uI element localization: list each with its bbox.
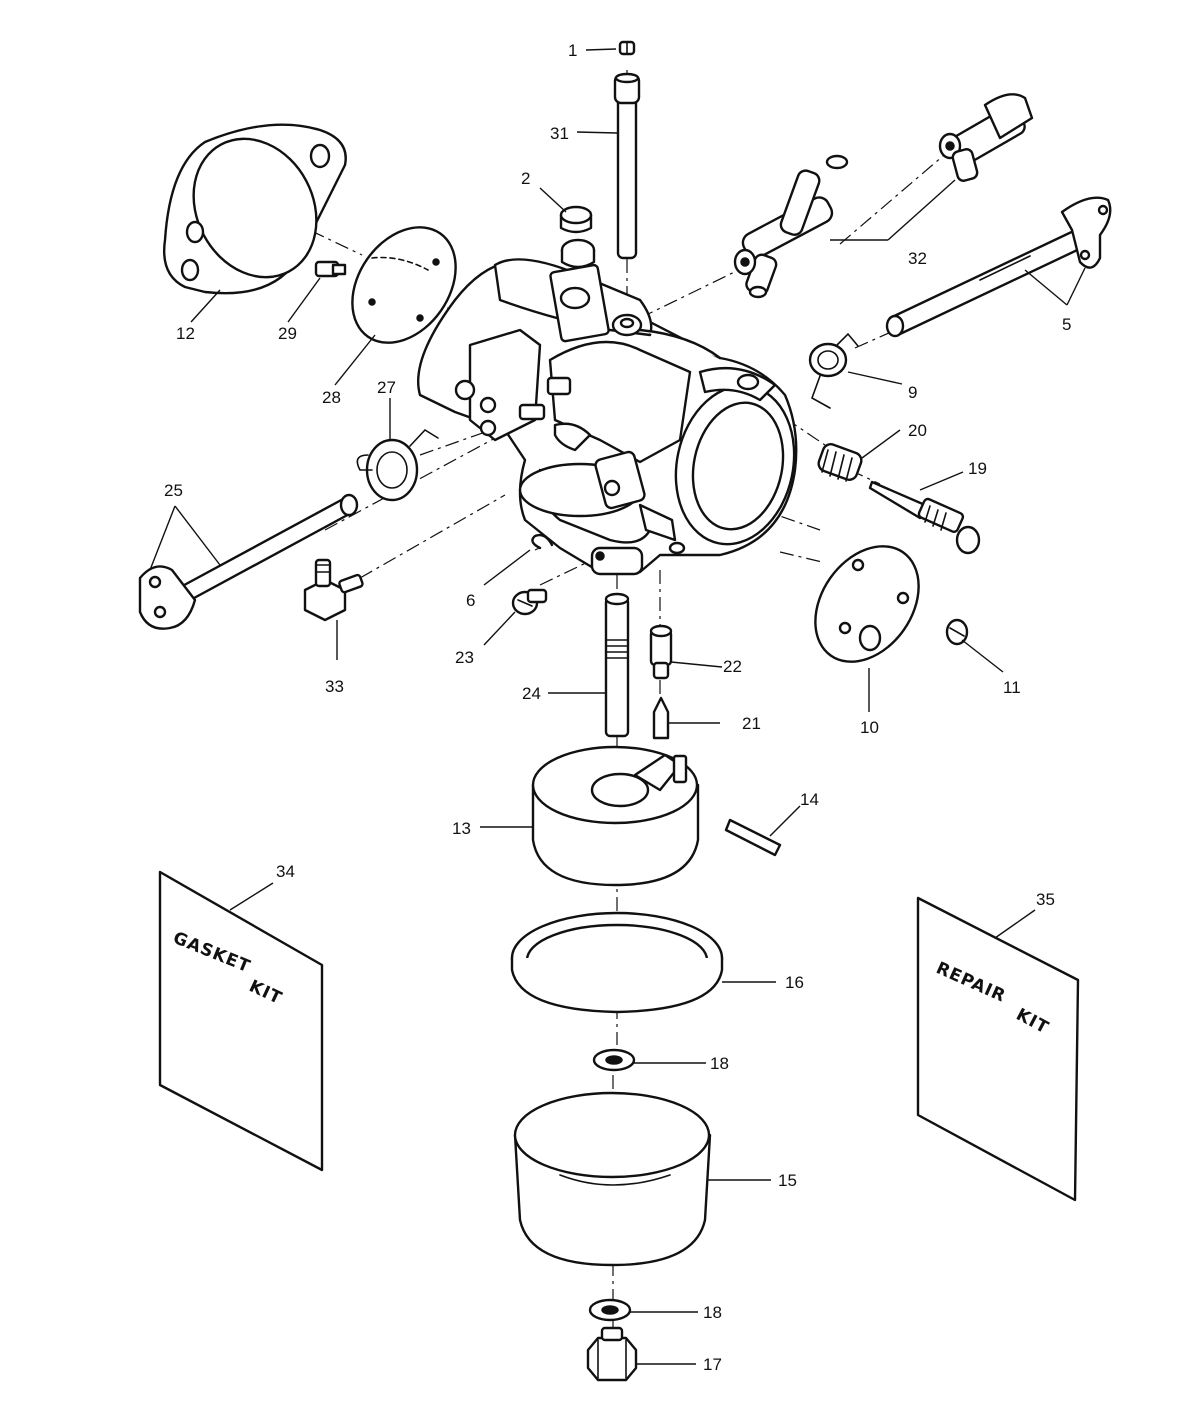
callout-1: 1 (568, 41, 577, 60)
part-9-spring (808, 332, 859, 409)
leader-lines (149, 48, 1086, 1365)
part-10-plate (814, 545, 920, 663)
part-23-screw (511, 588, 548, 616)
callout-labels: 1 2 5 6 9 10 11 12 13 14 15 16 17 18 18 … (164, 41, 1071, 1374)
callout-14: 14 (800, 790, 819, 809)
part-24-tube (604, 592, 630, 738)
callout-15: 15 (778, 1171, 797, 1190)
part-35-repair-kit: REPAIR KIT (916, 896, 1080, 1202)
part-28-disc (351, 226, 457, 344)
callout-16: 16 (785, 973, 804, 992)
part-2-cap (559, 205, 593, 234)
callout-19: 19 (968, 459, 987, 478)
part-21-needle (652, 696, 670, 740)
callout-13: 13 (452, 819, 471, 838)
callout-29: 29 (278, 324, 297, 343)
part-16-gasket (510, 911, 724, 1014)
callout-18-upper: 18 (710, 1054, 729, 1073)
callout-34: 34 (276, 862, 295, 881)
part-15-bowl (513, 1091, 712, 1267)
part-18-washer-upper (592, 1048, 636, 1072)
callout-31: 31 (550, 124, 569, 143)
part-33-elbow (303, 558, 364, 622)
part-11-screw (945, 618, 969, 646)
part-18-washer-lower (588, 1298, 632, 1322)
part-27-spring (356, 428, 439, 502)
part-31-tube (613, 72, 641, 260)
callout-24: 24 (522, 684, 541, 703)
callout-35: 35 (1036, 890, 1055, 909)
callout-18-lower: 18 (703, 1303, 722, 1322)
part-13-float (531, 745, 700, 887)
carburetor-body (416, 238, 798, 576)
callout-12: 12 (176, 324, 195, 343)
callout-6: 6 (466, 591, 475, 610)
callout-33: 33 (325, 677, 344, 696)
part-22-seat (649, 624, 673, 680)
callout-9: 9 (908, 383, 917, 402)
part-20-spring (817, 443, 863, 482)
part-19-needle (868, 480, 981, 555)
callout-5: 5 (1062, 315, 1071, 334)
part-17-nut (586, 1326, 638, 1382)
part-25-shaft (138, 493, 359, 630)
part-34-gasket-kit: GASKET KIT (158, 870, 324, 1172)
callout-22: 22 (723, 657, 742, 676)
callout-20: 20 (908, 421, 927, 440)
part-32-fittings (733, 93, 1034, 299)
callout-32: 32 (908, 249, 927, 268)
callout-2: 2 (521, 169, 530, 188)
callout-17: 17 (703, 1355, 722, 1374)
callout-10: 10 (860, 718, 879, 737)
callout-23: 23 (455, 648, 474, 667)
callout-21: 21 (742, 714, 761, 733)
part-12-gasket (163, 123, 347, 295)
callout-27: 27 (377, 378, 396, 397)
part-29-screw (314, 260, 347, 278)
callout-11: 11 (1003, 678, 1021, 697)
part-6-clip (531, 533, 554, 550)
part-14-pin (724, 818, 782, 857)
callout-28: 28 (322, 388, 341, 407)
part-5-shaft (885, 196, 1112, 338)
part-1-plug (618, 40, 636, 56)
callout-25: 25 (164, 481, 183, 500)
